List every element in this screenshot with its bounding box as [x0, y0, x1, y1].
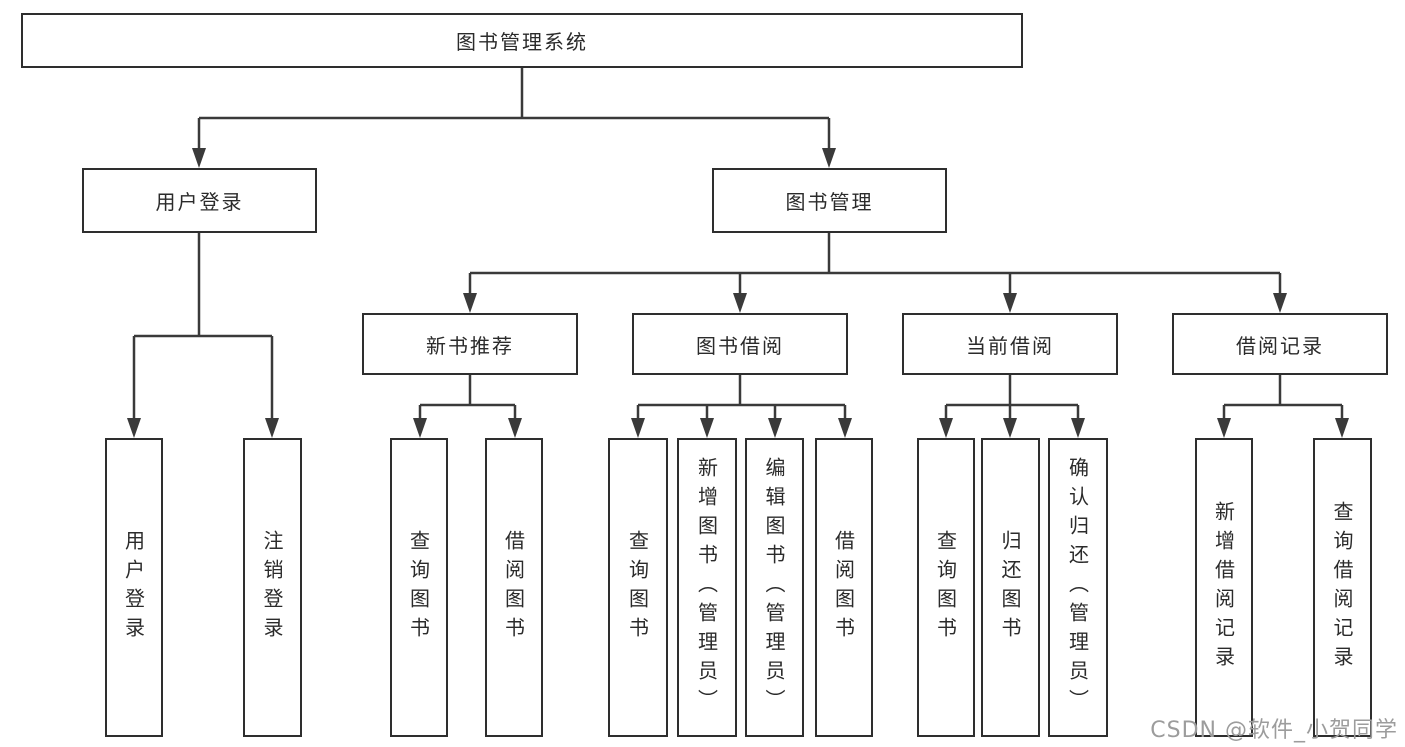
connector-bookmgmt-to-level3: [468, 233, 1282, 297]
csdn-watermark: CSDN @软件_小贺同学: [1150, 718, 1398, 743]
leaf-user-login: 用户登录: [105, 438, 163, 737]
arrow-down-icon: [700, 418, 714, 438]
arrow-down-icon: [939, 418, 953, 438]
leaf-borrow-books-1: 借阅图书: [485, 438, 543, 737]
arrow-down-icon: [1335, 418, 1349, 438]
connector-path-group: [132, 68, 1344, 422]
leaf-confirm-return-admin: 确认归还（管理员）: [1048, 438, 1108, 737]
node-new-book-recommend: 新书推荐: [362, 313, 578, 375]
connector-newbook-children: [418, 375, 517, 422]
leaf-edit-books-admin: 编辑图书（管理员）: [745, 438, 804, 737]
node-user-login-module: 用户登录: [82, 168, 317, 233]
node-root-library-system: 图书管理系统: [21, 13, 1023, 68]
leaf-query-borrow-record: 查询借阅记录: [1313, 438, 1372, 737]
connector-userlogin-children: [132, 233, 274, 422]
arrow-down-icon: [1273, 293, 1287, 313]
arrow-down-icon: [1217, 418, 1231, 438]
node-current-borrow: 当前借阅: [902, 313, 1118, 375]
arrow-down-icon: [631, 418, 645, 438]
leaf-add-borrow-record: 新增借阅记录: [1195, 438, 1253, 737]
arrow-down-icon: [1003, 418, 1017, 438]
connector-currentborrow-children: [944, 375, 1080, 422]
arrow-down-icon: [265, 418, 279, 438]
arrow-down-icon: [127, 418, 141, 438]
connector-root-to-level2: [197, 68, 831, 152]
arrow-down-icon: [192, 148, 206, 168]
leaf-add-books-admin: 新增图书（管理员）: [677, 438, 737, 737]
arrow-down-icon: [508, 418, 522, 438]
arrowhead-group: [127, 148, 1349, 438]
connector-bookborrow-children: [636, 375, 847, 422]
node-book-management-module: 图书管理: [712, 168, 947, 233]
node-book-borrow: 图书借阅: [632, 313, 848, 375]
arrow-down-icon: [1071, 418, 1085, 438]
leaf-return-books: 归还图书: [981, 438, 1040, 737]
leaf-query-books-3: 查询图书: [917, 438, 975, 737]
leaf-logout: 注销登录: [243, 438, 302, 737]
leaf-borrow-books-2: 借阅图书: [815, 438, 873, 737]
leaf-query-books-1: 查询图书: [390, 438, 448, 737]
arrow-down-icon: [822, 148, 836, 168]
connector-records-children: [1222, 375, 1344, 422]
arrow-down-icon: [838, 418, 852, 438]
arrow-down-icon: [413, 418, 427, 438]
arrow-down-icon: [768, 418, 782, 438]
arrow-down-icon: [733, 293, 747, 313]
leaf-query-books-2: 查询图书: [608, 438, 668, 737]
arrow-down-icon: [463, 293, 477, 313]
node-borrow-records: 借阅记录: [1172, 313, 1388, 375]
arrow-down-icon: [1003, 293, 1017, 313]
